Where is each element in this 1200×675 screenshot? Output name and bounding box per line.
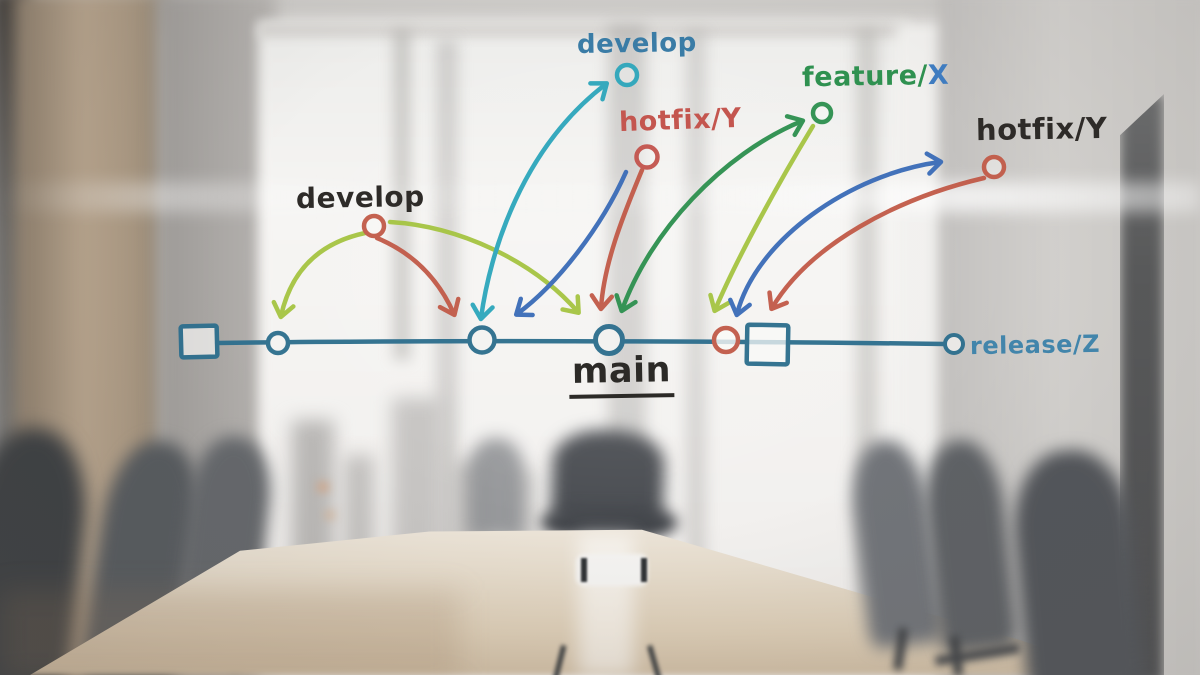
label-feature-suffix: X — [927, 59, 950, 92]
arrow-develop-to-commit1 — [271, 230, 368, 320]
arrow-hotfixy-to-commit2 — [513, 169, 629, 318]
label-feature-x: feature/X — [802, 60, 950, 94]
arrow-featurex-to-hotfix-commit — [708, 123, 816, 314]
label-develop-top: develop — [576, 27, 697, 61]
develop-left-node — [361, 213, 387, 239]
arrow-develop-to-commit2 — [374, 235, 461, 318]
main-timeline — [214, 338, 948, 347]
timeline-hotfix-commit — [711, 325, 741, 355]
timeline-commit-3 — [593, 324, 625, 356]
hotfix-mid-node — [634, 144, 660, 170]
arrow-hotfixy-right-to-release-square — [767, 175, 987, 312]
timeline-release-square — [744, 322, 791, 367]
label-hotfix-y-right: hotfix/Y — [975, 110, 1108, 148]
arrow-commit2-develop-top — [470, 81, 610, 322]
hotfix-right-node — [981, 154, 1007, 180]
timeline-commit-2 — [467, 325, 497, 355]
arrow-hotfixy-to-commit3 — [589, 167, 645, 312]
develop-top-node — [614, 62, 640, 88]
timeline-release-tip — [943, 333, 965, 355]
label-develop-left: develop — [295, 179, 425, 216]
label-hotfix-y-mid: hotfix/Y — [618, 102, 743, 139]
arrow-release-square-hotfixy-right — [728, 151, 944, 318]
feature-x-node — [810, 101, 834, 125]
timeline-start-square — [178, 323, 220, 360]
arrow-commit3-featurex — [614, 114, 806, 314]
label-release-z: release/Z — [969, 329, 1101, 361]
label-main-branch: main — [568, 350, 675, 399]
timeline-commit-1 — [265, 330, 291, 356]
label-feature-prefix: feature/ — [801, 60, 929, 94]
